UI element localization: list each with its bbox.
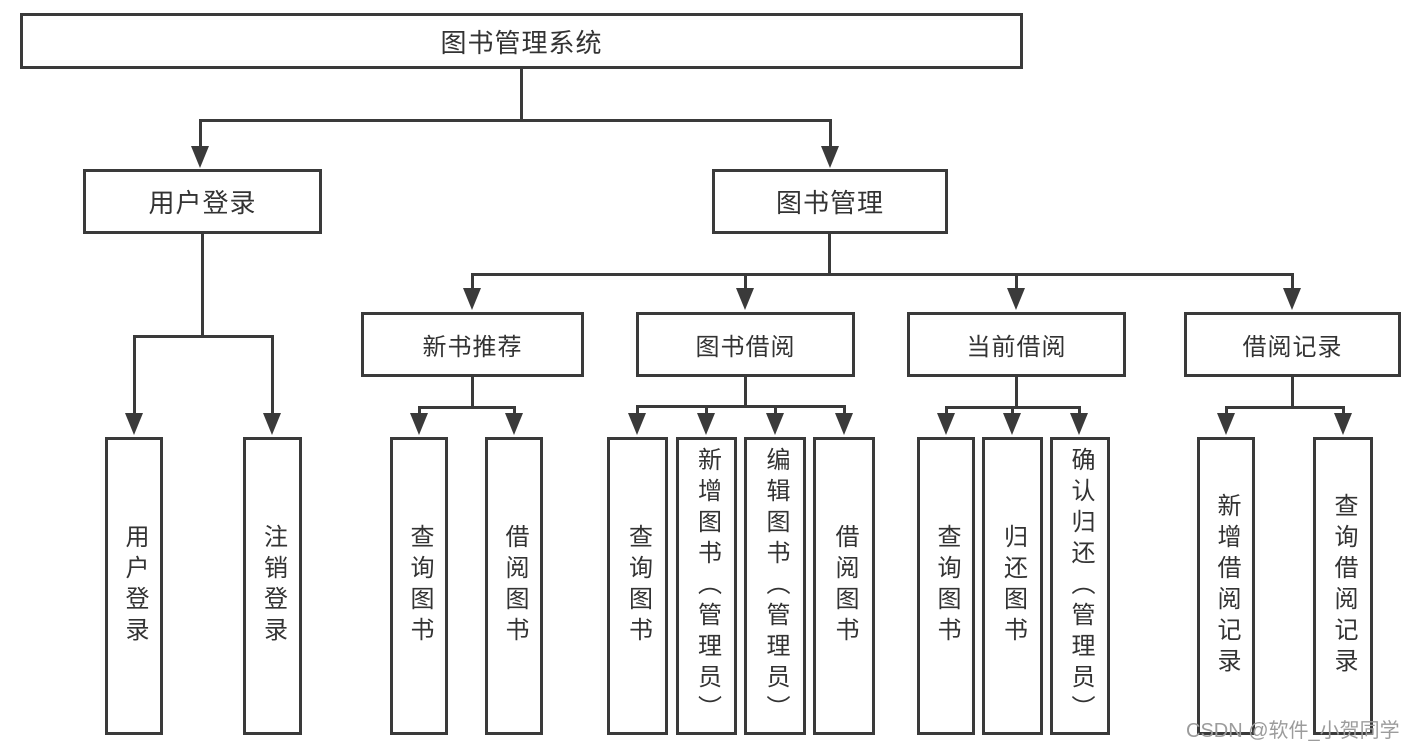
arrowhead-icon	[1070, 413, 1088, 435]
connector-line	[199, 119, 832, 122]
node-label: 新书推荐	[422, 334, 523, 361]
arrowhead-icon	[125, 413, 143, 435]
leaf-query-borrow-record: 查询借阅记录	[1313, 437, 1373, 735]
arrowhead-icon	[1007, 288, 1025, 310]
node-label: 确认归还（管理员）	[1067, 446, 1094, 726]
leaf-return-books: 归还图书	[982, 437, 1043, 735]
connector-line	[201, 234, 204, 338]
arrowhead-icon	[821, 146, 839, 168]
connector-line	[520, 69, 523, 121]
arrowhead-icon	[505, 413, 523, 435]
leaf-add-books-admin: 新增图书（管理员）	[676, 437, 737, 735]
node-label: 新增图书（管理员）	[693, 446, 721, 726]
connector-line	[199, 119, 202, 151]
connector-line	[133, 335, 136, 416]
node-label: 查询图书	[406, 524, 433, 648]
node-new-book-recommend: 新书推荐	[361, 312, 584, 377]
connector-line	[945, 406, 948, 416]
arrowhead-icon	[1003, 413, 1021, 435]
node-label: 图书管理	[775, 188, 884, 218]
node-user-login: 用户登录	[83, 169, 322, 234]
connector-line	[1078, 406, 1081, 416]
connector-line	[1011, 406, 1014, 416]
connector-line	[1225, 406, 1228, 416]
arrowhead-icon	[736, 288, 754, 310]
node-current-borrowing: 当前借阅	[907, 312, 1126, 377]
connector-line	[271, 335, 274, 416]
node-label: 借阅图书	[501, 524, 528, 648]
connector-line	[774, 405, 777, 416]
connector-line	[1342, 406, 1345, 416]
leaf-confirm-return-admin: 确认归还（管理员）	[1050, 437, 1110, 735]
leaf-edit-books-admin: 编辑图书（管理员）	[744, 437, 806, 735]
arrowhead-icon	[463, 288, 481, 310]
node-label: 用户登录	[148, 188, 257, 218]
node-borrowing-records: 借阅记录	[1184, 312, 1401, 377]
leaf-query-books: 查询图书	[607, 437, 668, 735]
node-label: 借阅记录	[1242, 334, 1343, 361]
arrowhead-icon	[1334, 413, 1352, 435]
arrowhead-icon	[766, 413, 784, 435]
connector-line	[471, 273, 474, 290]
arrowhead-icon	[1283, 288, 1301, 310]
node-label: 查询图书	[624, 524, 652, 648]
node-library-management-system: 图书管理系统	[20, 13, 1023, 69]
connector-line	[513, 406, 516, 416]
node-label: 图书管理系统	[440, 27, 603, 58]
connector-line	[471, 377, 474, 409]
connector-line	[1291, 273, 1294, 290]
node-label: 用户登录	[121, 524, 148, 648]
connector-line	[1225, 406, 1344, 409]
leaf-borrow-books-recommend: 借阅图书	[485, 437, 543, 735]
node-label: 查询图书	[933, 524, 960, 648]
connector-line	[744, 377, 747, 408]
connector-line	[828, 234, 831, 275]
connector-line	[1015, 273, 1018, 290]
connector-line	[1291, 377, 1294, 408]
arrowhead-icon	[1217, 413, 1235, 435]
leaf-borrow-books: 借阅图书	[813, 437, 875, 735]
leaf-query-books-recommend: 查询图书	[390, 437, 448, 735]
node-label: 借阅图书	[831, 524, 858, 648]
arrowhead-icon	[191, 146, 209, 168]
node-label: 图书借阅	[695, 334, 796, 361]
leaf-user-login: 用户登录	[105, 437, 163, 735]
node-label: 当前借阅	[966, 334, 1067, 361]
node-label: 注销登录	[259, 524, 287, 648]
arrowhead-icon	[835, 413, 853, 435]
node-label: 新增借阅记录	[1213, 493, 1240, 679]
connector-line	[843, 405, 846, 416]
csdn-watermark: CSDN @软件_小贺同学	[1186, 720, 1400, 742]
node-label: 编辑图书（管理员）	[762, 446, 789, 726]
leaf-logout: 注销登录	[243, 437, 302, 735]
connector-line	[705, 405, 708, 416]
connector-line	[829, 119, 832, 151]
arrowhead-icon	[697, 413, 715, 435]
connector-line	[636, 405, 846, 408]
node-label: 归还图书	[999, 524, 1027, 648]
leaf-query-books-current: 查询图书	[917, 437, 975, 735]
node-label: 查询借阅记录	[1330, 493, 1357, 679]
arrowhead-icon	[410, 413, 428, 435]
arrowhead-icon	[263, 413, 281, 435]
connector-line	[1015, 377, 1018, 408]
node-book-management: 图书管理	[712, 169, 948, 234]
leaf-add-borrow-record: 新增借阅记录	[1197, 437, 1255, 735]
connector-line	[744, 273, 747, 290]
connector-line	[418, 406, 515, 409]
arrowhead-icon	[937, 413, 955, 435]
connector-line	[133, 335, 274, 338]
node-book-borrowing: 图书借阅	[636, 312, 855, 377]
connector-line	[636, 405, 639, 416]
arrowhead-icon	[628, 413, 646, 435]
connector-line	[418, 406, 421, 416]
connector-line	[471, 273, 1293, 276]
